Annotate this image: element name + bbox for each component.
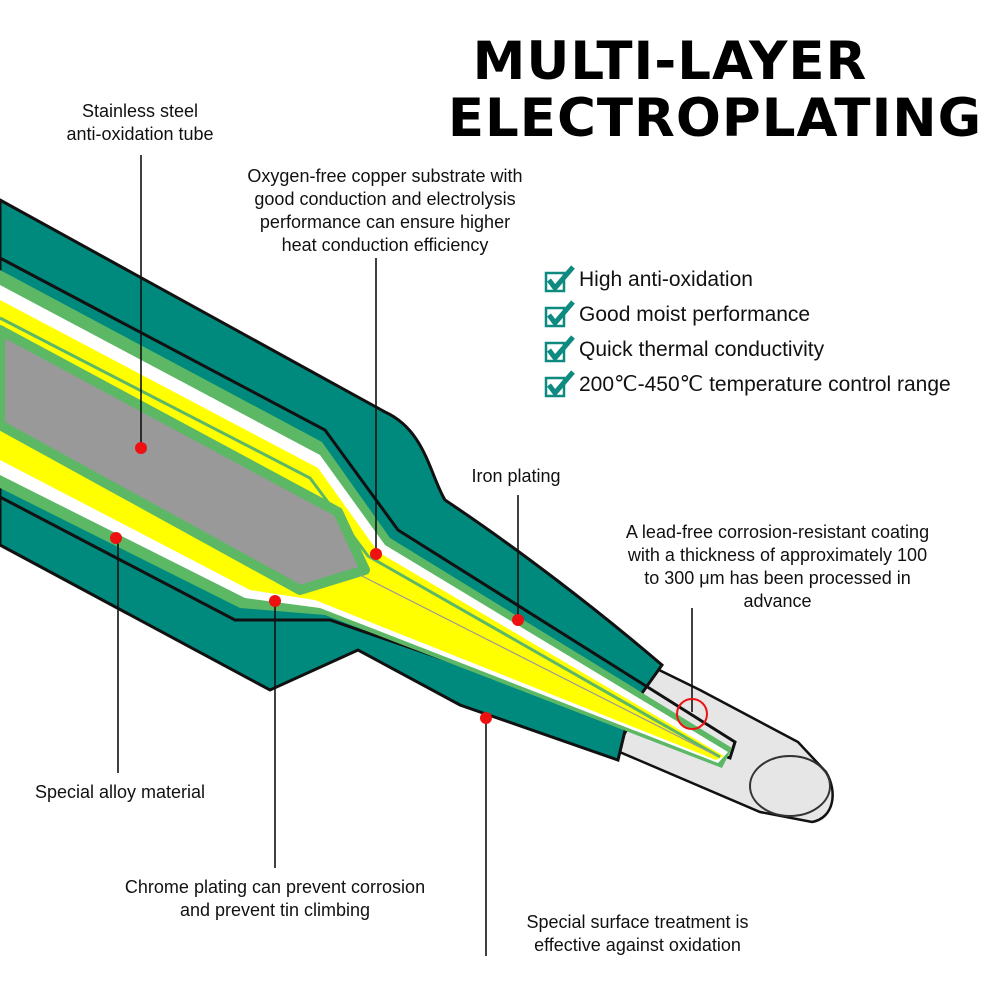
label-line: Iron plating [471, 466, 561, 486]
check-icon [544, 299, 575, 327]
coating-highlight-ring [676, 698, 708, 730]
check-icon [544, 264, 575, 292]
marker-alloy [110, 532, 122, 544]
feature-item: 200℃-450℃ temperature control range [543, 367, 951, 402]
marker-stainless [135, 442, 147, 454]
label-surface-treatment: Special surface treatment is effective a… [490, 911, 785, 957]
check-icon [544, 369, 575, 397]
marker-dots [110, 442, 524, 724]
title-line-1: MULTI-LAYER [472, 31, 868, 92]
feature-item: Quick thermal conductivity [543, 332, 951, 367]
label-special-alloy: Special alloy material [10, 781, 230, 804]
label-iron-plating: Iron plating [446, 465, 586, 488]
label-line: Stainless steel [81, 101, 199, 121]
label-line: with a thickness of approximately 100 [627, 545, 928, 565]
label-line: Chrome plating can prevent corrosion [124, 877, 426, 897]
label-chrome-plating: Chrome plating can prevent corrosion and… [75, 876, 475, 922]
inner-tube-outline [0, 256, 737, 760]
label-lead-free-coating: A lead-free corrosion-resistant coating … [590, 521, 965, 613]
marker-iron [512, 614, 524, 626]
label-line: A lead-free corrosion-resistant coating [625, 522, 930, 542]
feature-item: Good moist performance [543, 297, 951, 332]
label-line: anti-oxidation tube [66, 124, 214, 144]
label-line: Special alloy material [34, 782, 206, 802]
center-line [359, 574, 716, 756]
title-line-2: ELECTROPLATING [447, 88, 983, 149]
check-icon [544, 334, 575, 362]
label-copper-substrate: Oxygen-free copper substrate with good c… [210, 165, 560, 257]
marker-surface [480, 712, 492, 724]
feature-list: High anti-oxidation Good moist performan… [543, 262, 951, 402]
label-line: effective against oxidation [534, 935, 741, 955]
steel-core [0, 325, 370, 595]
marker-copper [370, 548, 382, 560]
label-line: to 300 μm has been processed in [644, 568, 911, 588]
copper-substrate-layer [0, 300, 724, 760]
feature-text: Good moist performance [579, 302, 811, 326]
label-line: good conduction and electrolysis [254, 189, 516, 209]
tip-end-face [749, 755, 831, 817]
feature-text: Quick thermal conductivity [579, 337, 825, 361]
label-line: advance [743, 591, 812, 611]
label-line: Oxygen-free copper substrate with [247, 166, 523, 186]
label-line: and prevent tin climbing [179, 900, 371, 920]
feature-text: High anti-oxidation [579, 267, 753, 291]
label-line: performance can ensure higher [259, 212, 511, 232]
label-line: Special surface treatment is [526, 912, 749, 932]
callout-lines [117, 155, 693, 956]
label-stainless-tube: Stainless steel anti-oxidation tube [30, 100, 250, 146]
feature-item: High anti-oxidation [543, 262, 951, 297]
feature-text: 200℃-450℃ temperature control range [579, 373, 951, 396]
marker-chrome [269, 595, 281, 607]
label-line: heat conduction efficiency [281, 235, 489, 255]
